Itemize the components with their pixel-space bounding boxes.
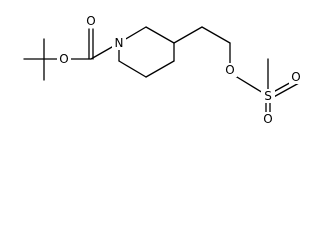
bond-chain-2 bbox=[201, 26, 231, 44]
bonds bbox=[23, 26, 300, 118]
atom-sulfur: S bbox=[264, 89, 272, 103]
atom-ether-oxygen: O bbox=[225, 63, 234, 77]
bond-ring-top bbox=[145, 26, 175, 44]
bond-ring-bottom-left bbox=[118, 60, 147, 78]
bond-chain-1 bbox=[173, 26, 203, 44]
atom-ester-oxygen: O bbox=[59, 52, 68, 66]
atom-carbonyl-oxygen: O bbox=[86, 14, 95, 28]
atom-labels: O O N O S O O bbox=[57, 14, 303, 126]
bond-ring-bottom-right bbox=[145, 60, 175, 78]
atom-sulfonyl-oxygen-right: O bbox=[291, 70, 300, 84]
chemical-structure: O O N O S O O bbox=[23, 14, 303, 126]
atom-nitrogen: N bbox=[115, 36, 124, 50]
atom-sulfonyl-oxygen-bottom: O bbox=[263, 112, 272, 126]
